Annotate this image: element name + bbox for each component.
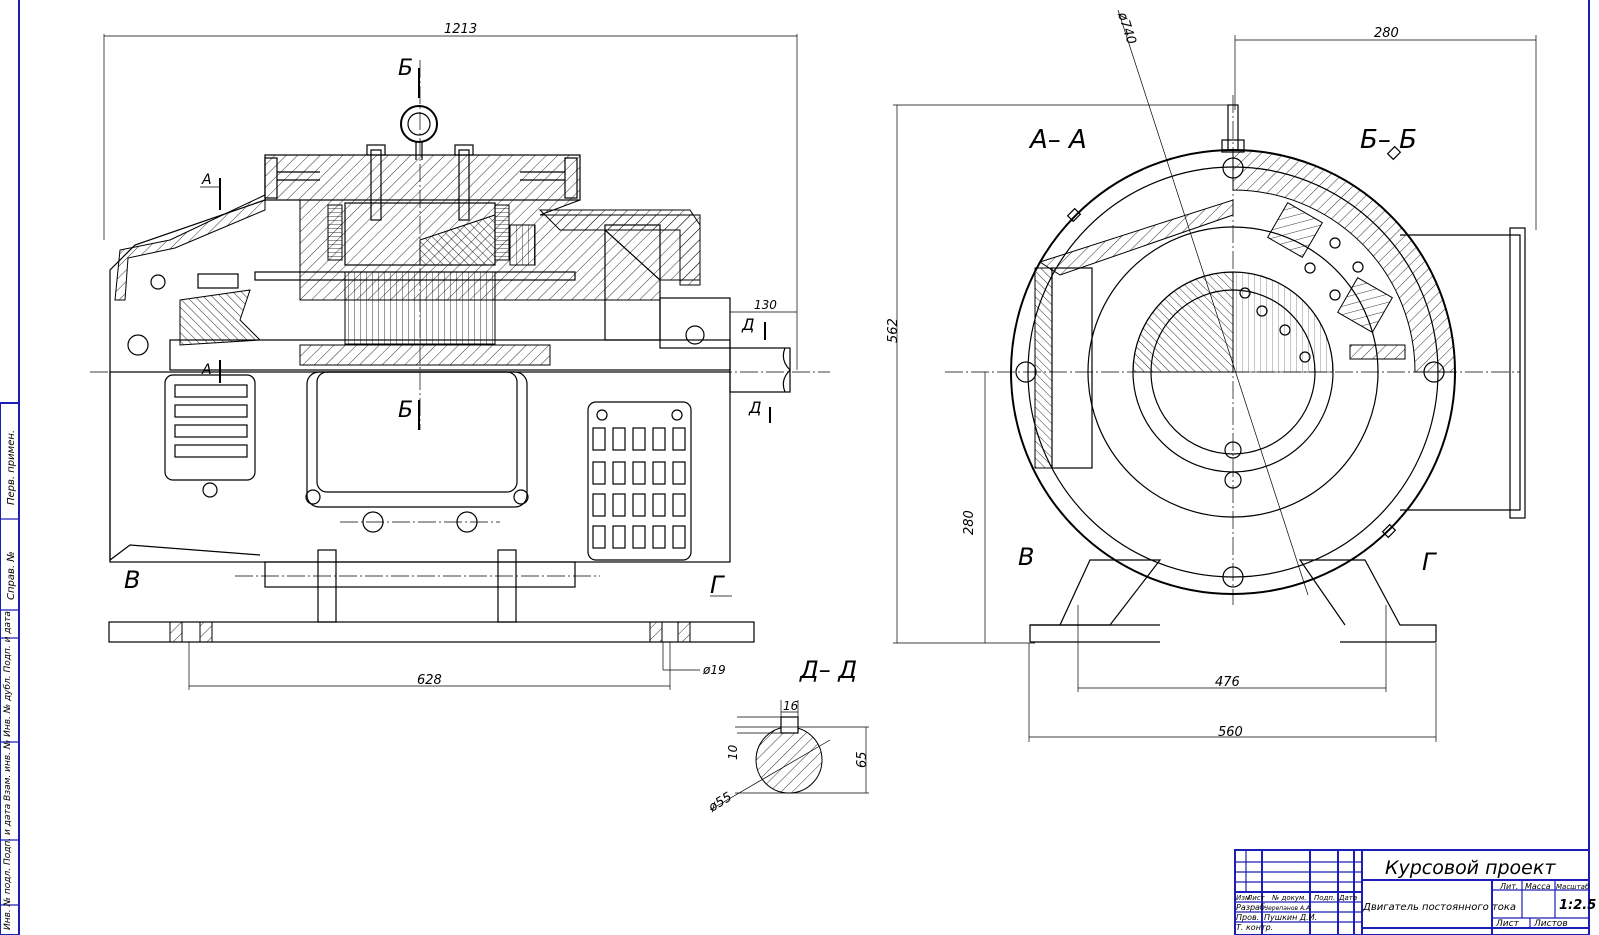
title-massa: Масса xyxy=(1525,882,1551,891)
view-label-v-right: В xyxy=(1018,543,1034,571)
section-dd: Д– Д 65 16 10 ø55 xyxy=(705,656,870,816)
section-bb-title: Б– Б xyxy=(1360,125,1417,155)
vent-grille xyxy=(592,427,686,549)
end-view: 280 ø740 562 280 476 560 xyxy=(886,10,1537,742)
dim-10: 10 xyxy=(726,744,740,760)
side-view: 1213 xyxy=(90,22,830,690)
dim-562: 562 xyxy=(886,318,901,343)
col-list: Лист xyxy=(1246,894,1266,902)
view-label-g-left: Г xyxy=(710,571,725,599)
dim-130: 130 xyxy=(754,298,777,312)
col-izm: Изм xyxy=(1236,894,1251,902)
section-a-upper: А xyxy=(201,172,212,188)
margin-label-2: Справ. № xyxy=(6,551,17,600)
title-lit: Лит. xyxy=(1499,882,1518,891)
title-sheets: Листов xyxy=(1533,919,1568,929)
row-tkontr: Т. контр. xyxy=(1236,923,1273,932)
dim-280-top: 280 xyxy=(1374,26,1399,41)
section-b-top: Б xyxy=(398,56,413,81)
dim-65: 65 xyxy=(855,751,870,768)
dim-1213: 1213 xyxy=(444,22,477,37)
section-a-lower: А xyxy=(201,362,212,378)
title-name: Двигатель постоянного тока xyxy=(1362,902,1516,913)
prov-name: Пушкин Д.И. xyxy=(1264,913,1317,922)
title-masshtab: Масштаб xyxy=(1556,883,1590,891)
col-date: Дата xyxy=(1338,894,1357,902)
view-label-g-right: Г xyxy=(1422,548,1437,576)
title-scale: 1:2.5 xyxy=(1559,898,1596,913)
title-block: Курсовой проект Двигатель постоянного то… xyxy=(1234,849,1596,935)
section-d-upper: Д xyxy=(741,315,755,334)
title-sheet: Лист xyxy=(1495,919,1520,929)
dim-55: ø55 xyxy=(705,790,735,816)
section-b-mid: Б xyxy=(398,398,413,423)
razrab-name: Черепанов А.А. xyxy=(1264,905,1312,912)
view-label-v-left: В xyxy=(124,566,140,594)
section-aa-title: А– А xyxy=(1028,125,1087,155)
section-d-lower: Д xyxy=(748,398,762,417)
section-dd-title: Д– Д xyxy=(799,656,857,684)
dim-16: 16 xyxy=(783,699,799,713)
title-project: Курсовой проект xyxy=(1385,857,1556,879)
dim-740: ø740 xyxy=(1114,10,1139,47)
margin-label-1: Инв. № подл. Подп. и дата Взам. инв. № И… xyxy=(3,611,13,930)
row-prov: Пров. xyxy=(1236,913,1259,922)
brush-holes xyxy=(1239,237,1364,363)
dim-628: 628 xyxy=(417,673,442,688)
dim-280-axis: 280 xyxy=(962,510,977,535)
dim-bolt-19: ø19 xyxy=(702,663,726,677)
margin-label-3: Перв. примен. xyxy=(6,430,17,505)
row-razrab: Разраб. xyxy=(1236,903,1267,912)
dim-560: 560 xyxy=(1218,725,1243,740)
left-margin-labels: Перв. примен. Справ. № Инв. № подл. Подп… xyxy=(3,430,17,930)
col-sign: Подп. xyxy=(1314,894,1335,902)
dim-476: 476 xyxy=(1215,675,1240,690)
col-doc: № докум. xyxy=(1271,894,1307,902)
